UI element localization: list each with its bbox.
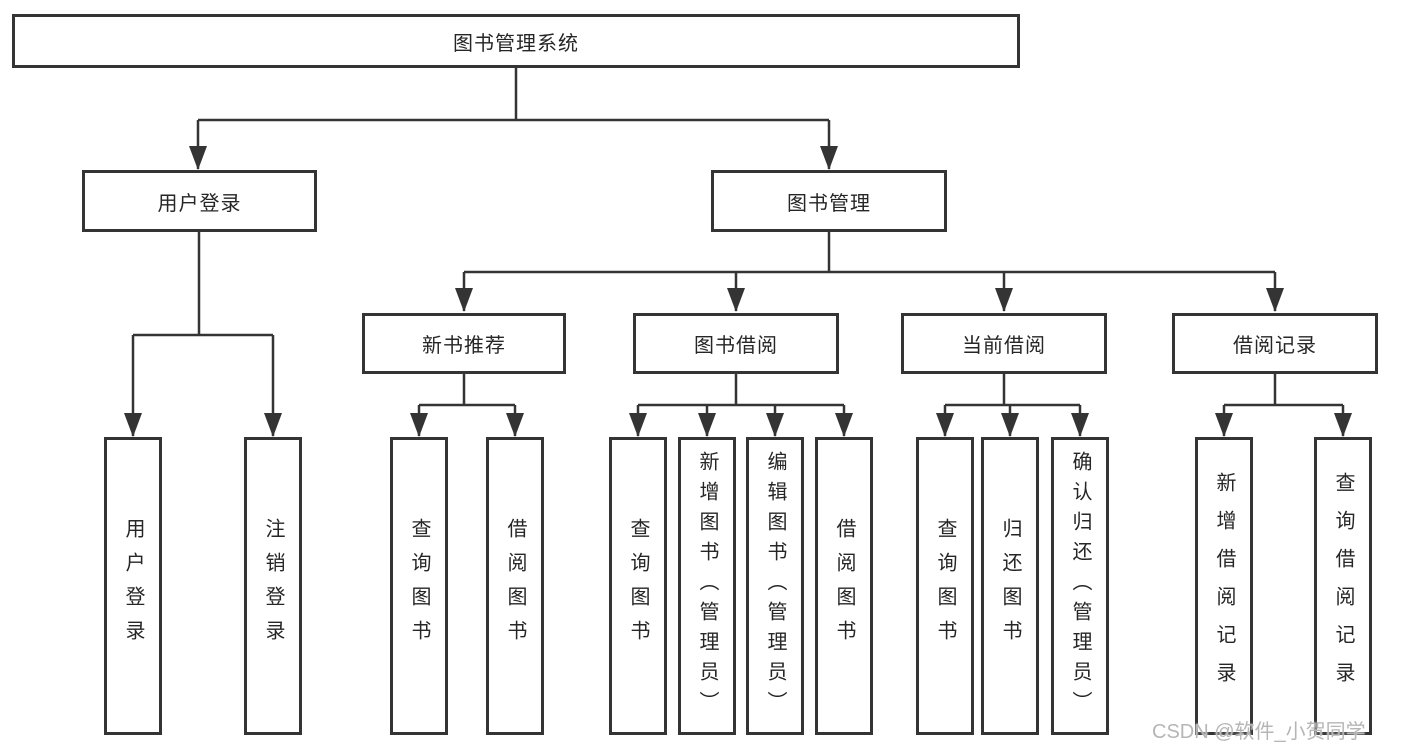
watermark-text: CSDN @软件_小贺同学 <box>1152 721 1366 743</box>
leaf-user-login-label: 用户登录 <box>122 518 144 654</box>
leaf-query-books-borrowing-label: 查询图书 <box>627 518 649 654</box>
leaf-edit-book-admin: 编辑图书（管理员） <box>746 437 804 735</box>
leaf-return-books-label: 归还图书 <box>999 518 1021 654</box>
leaf-confirm-return-admin: 确认归还（管理员） <box>1051 437 1109 735</box>
leaf-query-borrow-record-label: 查询借阅记录 <box>1332 472 1354 700</box>
node-new-book-recommendation-label: 新书推荐 <box>422 335 506 357</box>
node-book-borrowing-label: 图书借阅 <box>694 335 778 357</box>
leaf-add-borrow-record-label: 新增借阅记录 <box>1213 472 1235 700</box>
leaf-user-login: 用户登录 <box>104 437 162 735</box>
leaf-edit-book-admin-label: 编辑图书（管理员） <box>764 451 786 721</box>
node-borrowing-records-label: 借阅记录 <box>1233 335 1317 357</box>
leaf-borrow-books-borrowing-label: 借阅图书 <box>833 518 855 654</box>
leaf-borrow-books-recommend: 借阅图书 <box>486 437 544 735</box>
node-borrowing-records: 借阅记录 <box>1172 313 1378 374</box>
node-current-borrowing: 当前借阅 <box>901 313 1107 374</box>
leaf-query-books-recommend: 查询图书 <box>390 437 448 735</box>
node-new-book-recommendation: 新书推荐 <box>362 313 566 374</box>
leaf-query-books-current: 查询图书 <box>916 437 974 735</box>
node-user-login: 用户登录 <box>82 170 317 232</box>
leaf-return-books: 归还图书 <box>981 437 1039 735</box>
node-current-borrowing-label: 当前借阅 <box>962 335 1046 357</box>
leaf-confirm-return-admin-label: 确认归还（管理员） <box>1069 451 1091 721</box>
leaf-logout: 注销登录 <box>244 437 302 735</box>
leaf-logout-label: 注销登录 <box>262 518 284 654</box>
leaf-query-books-current-label: 查询图书 <box>934 518 956 654</box>
node-root: 图书管理系统 <box>12 14 1020 68</box>
leaf-query-books-borrowing: 查询图书 <box>609 437 667 735</box>
leaf-borrow-books-recommend-label: 借阅图书 <box>504 518 526 654</box>
node-book-borrowing: 图书借阅 <box>633 313 839 374</box>
node-root-label: 图书管理系统 <box>453 32 579 55</box>
node-user-login-label: 用户登录 <box>157 192 242 215</box>
node-book-management: 图书管理 <box>711 170 947 232</box>
leaf-add-book-admin-label: 新增图书（管理员） <box>696 451 718 721</box>
leaf-add-borrow-record: 新增借阅记录 <box>1195 437 1253 735</box>
leaf-borrow-books-borrowing: 借阅图书 <box>815 437 873 735</box>
leaf-add-book-admin: 新增图书（管理员） <box>678 437 736 735</box>
leaf-query-books-recommend-label: 查询图书 <box>408 518 430 654</box>
node-book-management-label: 图书管理 <box>787 192 871 215</box>
leaf-query-borrow-record: 查询借阅记录 <box>1314 437 1372 735</box>
